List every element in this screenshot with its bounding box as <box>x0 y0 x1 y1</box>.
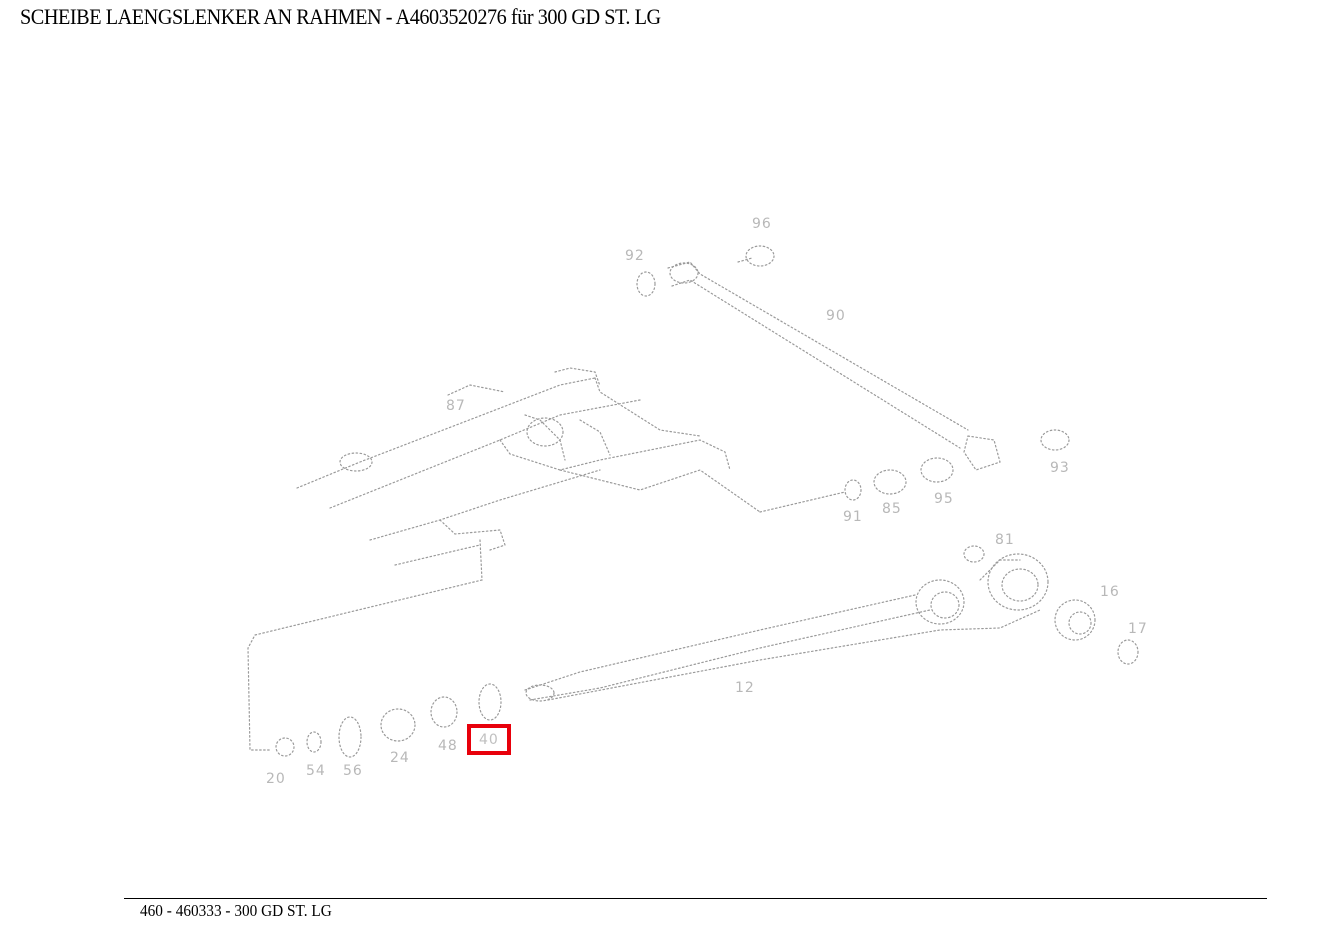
callout-96[interactable]: 96 <box>752 216 772 232</box>
callout-91[interactable]: 91 <box>843 509 863 525</box>
callout-56[interactable]: 56 <box>343 763 363 779</box>
callout-95[interactable]: 95 <box>934 491 954 507</box>
callout-12[interactable]: 12 <box>735 680 755 696</box>
callout-17[interactable]: 17 <box>1128 621 1148 637</box>
callout-20[interactable]: 20 <box>266 771 286 787</box>
callout-93[interactable]: 93 <box>1050 460 1070 476</box>
footer-divider <box>124 898 1267 899</box>
callout-85[interactable]: 85 <box>882 501 902 517</box>
callout-81[interactable]: 81 <box>995 532 1015 548</box>
footer-model-info: 460 - 460333 - 300 GD ST. LG <box>140 901 332 920</box>
callout-87[interactable]: 87 <box>446 398 466 414</box>
callout-40-highlighted[interactable]: 40 <box>467 724 511 755</box>
callout-16[interactable]: 16 <box>1100 584 1120 600</box>
callout-92[interactable]: 92 <box>625 248 645 264</box>
page-title: SCHEIBE LAENGSLENKER AN RAHMEN - A460352… <box>20 4 661 29</box>
callout-90[interactable]: 90 <box>826 308 846 324</box>
callout-24[interactable]: 24 <box>390 750 410 766</box>
callout-48[interactable]: 48 <box>438 738 458 754</box>
callout-54[interactable]: 54 <box>306 763 326 779</box>
